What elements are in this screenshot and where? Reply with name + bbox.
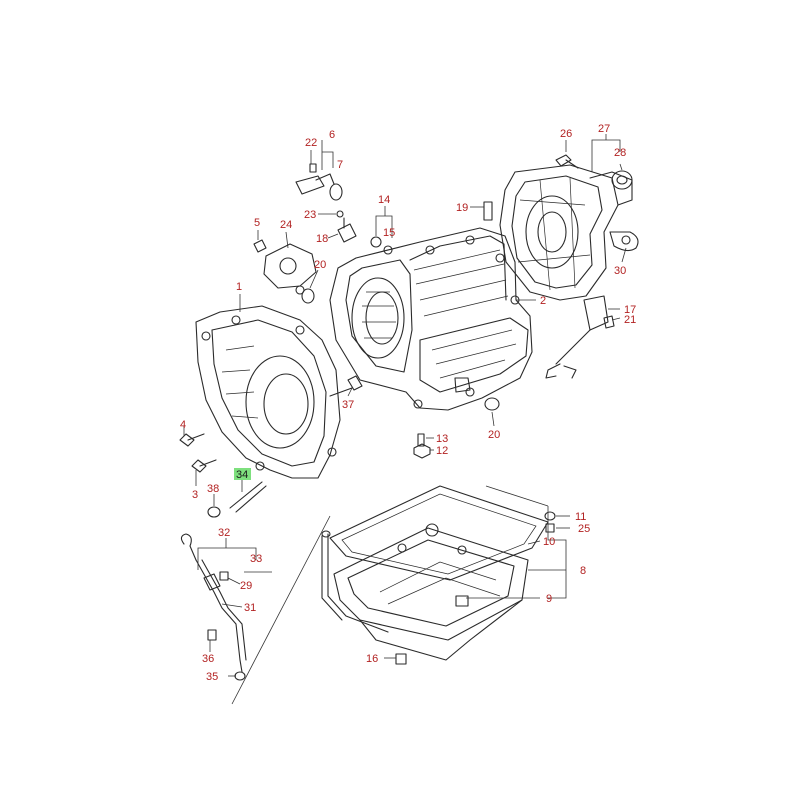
callout-labels: 1 2 3 4 5 6 7 8 9 10 11 12 13 14 15 16 1… [180, 123, 636, 683]
callout-37: 37 [342, 399, 354, 411]
bolt-3 [191, 459, 217, 473]
callout-27: 27 [598, 123, 610, 135]
callout-21: 21 [624, 314, 636, 326]
callout-11: 11 [575, 511, 586, 523]
bolt-26 [555, 154, 579, 169]
callout-24: 24 [280, 219, 292, 231]
callout-13: 13 [436, 433, 448, 445]
speed-sensor [295, 163, 343, 201]
oil-seal-20-lower [484, 397, 500, 411]
callout-20-lower: 20 [488, 429, 500, 441]
plug-19 [483, 201, 493, 221]
callout-29: 29 [240, 580, 252, 592]
oil-pan-gasket [329, 485, 549, 581]
bolt-11-25 [544, 511, 556, 533]
callout-33: 33 [250, 553, 262, 565]
oil-seal-20-upper [301, 288, 315, 304]
callout-17: 17 [624, 304, 636, 316]
callout-18: 18 [316, 233, 328, 245]
callout-36: 36 [202, 653, 214, 665]
callout-34: 34 [236, 469, 248, 481]
callout-35: 35 [206, 671, 218, 683]
range-sensor [253, 239, 317, 295]
callout-3: 3 [192, 489, 198, 501]
callout-38: 38 [207, 483, 219, 495]
nut-12 [413, 443, 431, 459]
drain-plug-16 [395, 653, 407, 665]
callout-12: 12 [436, 445, 448, 457]
switch-17 [545, 295, 615, 379]
callout-30: 30 [614, 265, 626, 277]
callout-5: 5 [254, 217, 260, 229]
callout-14: 14 [378, 194, 390, 206]
callout-28: 28 [614, 147, 626, 159]
bolt-37 [329, 375, 363, 397]
callout-19: 19 [456, 202, 468, 214]
callout-31: 31 [244, 602, 256, 614]
callout-6: 6 [329, 129, 335, 141]
callout-26: 26 [560, 128, 572, 140]
oil-filler-tube [180, 533, 247, 681]
callout-10: 10 [543, 536, 555, 548]
oil-pan [333, 523, 529, 661]
callout-4: 4 [180, 419, 186, 431]
callout-1: 1 [236, 281, 242, 293]
callout-2: 2 [540, 295, 546, 307]
dowel-13 [417, 433, 425, 447]
callout-34-highlighted: 34 [234, 468, 251, 481]
callout-22: 22 [305, 137, 317, 149]
converter-housing [195, 305, 341, 479]
callout-7: 7 [337, 159, 343, 171]
callout-25: 25 [578, 523, 590, 535]
callout-16: 16 [366, 653, 378, 665]
callout-15: 15 [383, 227, 395, 239]
transmission-case [329, 227, 533, 411]
stud-34 [207, 481, 267, 518]
filler-pipe-right [321, 530, 389, 633]
callout-23: 23 [304, 209, 316, 221]
leader-lines [183, 134, 627, 705]
callout-32: 32 [218, 527, 230, 539]
sensor-18 [336, 210, 357, 243]
callout-9: 9 [546, 593, 552, 605]
fitting-14 [370, 236, 393, 255]
callout-8: 8 [580, 565, 586, 577]
callout-20-upper: 20 [314, 259, 326, 271]
extension-housing [499, 164, 639, 301]
